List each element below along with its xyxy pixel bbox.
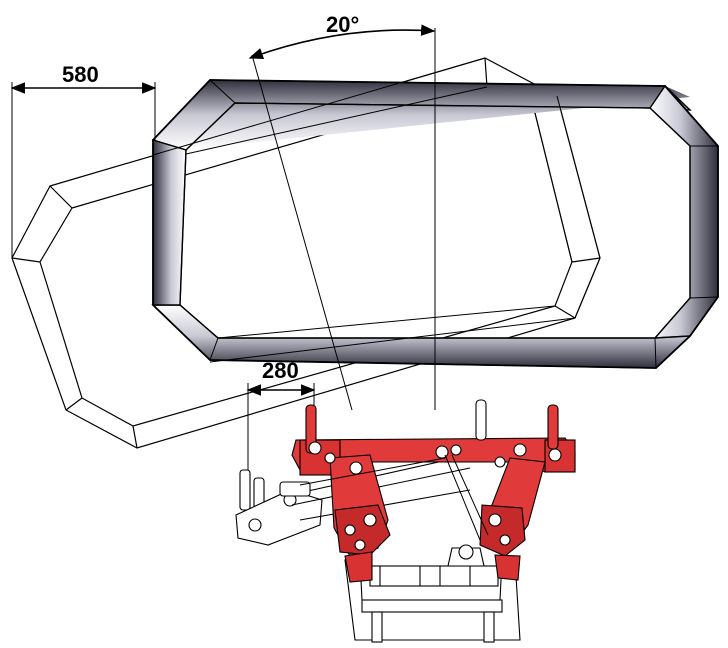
hitch-assembly	[235, 399, 576, 643]
shift-label: 280	[262, 358, 299, 383]
shift-dimension: 280	[246, 358, 316, 470]
offset-label: 580	[62, 62, 99, 87]
hitch-ghost	[235, 454, 471, 546]
linkage-rods	[299, 454, 489, 541]
angle-label: 20°	[326, 12, 359, 37]
angle-dimension: 20°	[248, 12, 436, 59]
hitch-red-parts	[291, 399, 576, 583]
center-lines	[251, 28, 436, 411]
rotated-frame-overlap	[152, 57, 601, 363]
offset-dimension: 580	[10, 62, 157, 258]
chassis	[344, 544, 521, 643]
